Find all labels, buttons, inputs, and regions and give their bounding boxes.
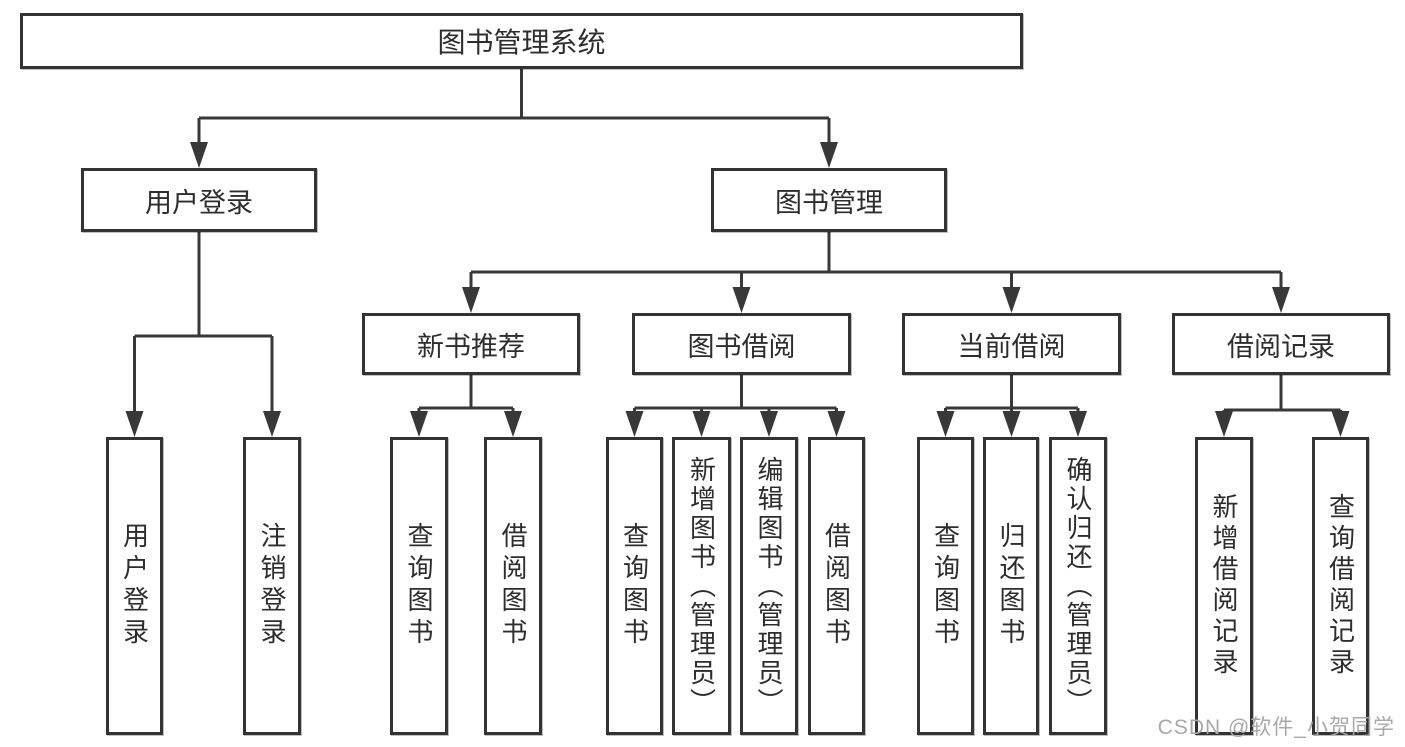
leaf-edit-books-admin-label: 编辑图书（管理员）: [754, 455, 784, 717]
node-book-management-label: 图书管理: [775, 187, 883, 218]
node-new-book-recommend-label: 新书推荐: [417, 331, 525, 362]
leaf-return-books-label: 归还图书: [996, 522, 1026, 650]
leaf-query-borrow-record-label: 查询借阅记录: [1325, 493, 1356, 679]
leaf-query-borrow-record: 查询借阅记录: [1312, 437, 1369, 735]
leaf-add-borrow-record-label: 新增借阅记录: [1209, 493, 1239, 679]
csdn-watermark: CSDN @软件_小贺同学: [1157, 716, 1395, 739]
leaf-borrow-books-recommend-label: 借阅图书: [498, 522, 528, 650]
node-new-book-recommend: 新书推荐: [362, 313, 580, 375]
leaf-logout-login: 注销登录: [243, 437, 301, 735]
leaf-borrow-books-recommend: 借阅图书: [484, 437, 542, 735]
node-user-login: 用户登录: [81, 168, 317, 232]
leaf-user-login: 用户登录: [106, 437, 163, 735]
leaf-add-books-admin: 新增图书（管理员）: [672, 437, 731, 735]
leaf-logout-login-label: 注销登录: [257, 522, 287, 650]
leaf-add-books-admin-label: 新增图书（管理员）: [686, 455, 717, 717]
node-current-borrow: 当前借阅: [902, 313, 1121, 375]
leaf-query-books-borrow-label: 查询图书: [619, 522, 650, 650]
leaf-add-borrow-record: 新增借阅记录: [1195, 437, 1253, 735]
leaf-user-login-label: 用户登录: [119, 522, 150, 650]
leaf-borrow-books-label: 借阅图书: [821, 522, 852, 650]
leaf-query-books-current-label: 查询图书: [930, 522, 961, 650]
node-borrow-records-label: 借阅记录: [1227, 331, 1335, 362]
node-current-borrow-label: 当前借阅: [957, 331, 1066, 362]
leaf-confirm-return-admin-label: 确认归还（管理员）: [1063, 455, 1093, 717]
leaf-borrow-books: 借阅图书: [808, 437, 865, 735]
node-borrow-records: 借阅记录: [1172, 313, 1390, 375]
node-book-borrow-label: 图书借阅: [687, 331, 796, 362]
node-root: 图书管理系统: [20, 13, 1023, 69]
leaf-confirm-return-admin: 确认归还（管理员）: [1049, 437, 1107, 735]
leaf-query-books-recommend: 查询图书: [390, 437, 448, 735]
leaf-query-books-recommend-label: 查询图书: [404, 522, 434, 650]
leaf-query-books-borrow: 查询图书: [606, 437, 663, 735]
leaf-return-books: 归还图书: [983, 437, 1039, 735]
node-root-label: 图书管理系统: [437, 27, 606, 58]
node-book-borrow: 图书借阅: [632, 313, 851, 375]
leaf-query-books-current: 查询图书: [917, 437, 974, 735]
node-user-login-label: 用户登录: [145, 187, 253, 218]
leaf-edit-books-admin: 编辑图书（管理员）: [740, 437, 798, 735]
node-book-management: 图书管理: [711, 168, 947, 232]
